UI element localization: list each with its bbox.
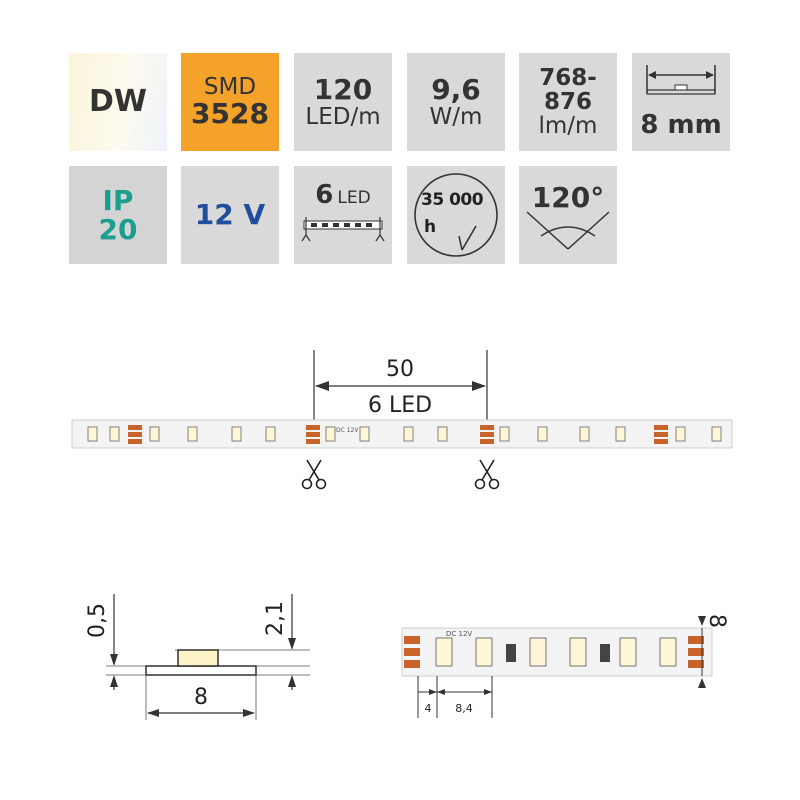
edge-offset-value: 4 [425, 702, 432, 715]
scissors-icon [474, 459, 500, 490]
led-density-tile: 120 LED/m [294, 53, 392, 151]
ip-value: 20 [98, 213, 138, 246]
luminous-flux-tile: 768- 876 lm/m [519, 53, 617, 151]
segment-leds-label: 6 LED [368, 393, 432, 418]
smd-type: 3528 [191, 97, 269, 131]
led-chips [435, 637, 677, 667]
angle-value: 120° [531, 181, 605, 214]
density-value: 120 [313, 73, 373, 107]
cut-length-value: 50 [386, 357, 414, 382]
lifetime-tile: 35 000 h [407, 166, 505, 264]
voltage-tile: 12 V [181, 166, 279, 264]
density-unit: LED/m [305, 103, 381, 130]
solder-pads [128, 425, 668, 444]
power-unit: W/m [429, 103, 483, 130]
height-value: 2,1 [263, 601, 288, 636]
segment-caption: 6 LED [315, 180, 371, 210]
voltage-value: 12 V [194, 198, 266, 232]
ip-rating-tile: IP 20 [69, 166, 167, 264]
flux-line1: 768- [539, 64, 597, 91]
profile-width-value: 8 [194, 685, 208, 710]
smd-label: SMD [203, 74, 257, 101]
color-dw-tile: DW [69, 53, 167, 151]
width-value: 8 mm [640, 109, 722, 140]
flux-line2: 876 [543, 88, 592, 115]
led-segment-icon [301, 217, 385, 242]
power-value: 9,6 [431, 73, 481, 107]
power-tile: 9,6 W/m [407, 53, 505, 151]
led-chips [87, 426, 722, 442]
color-label: DW [89, 84, 147, 120]
thickness-value: 0,5 [85, 603, 110, 638]
ip-label: IP [102, 183, 134, 217]
profile-cross-section: 0,5 2,1 8 [85, 594, 310, 720]
flux-unit: lm/m [538, 113, 598, 140]
beam-angle-icon [526, 211, 610, 250]
cut-length-diagram: 50 6 LED DC 12V [71, 350, 733, 490]
smd-tile: SMD 3528 [181, 53, 279, 151]
pcb-label: DC 12V [446, 630, 472, 638]
lifetime-unit: h [424, 217, 437, 237]
width-dimension-icon [646, 65, 716, 95]
segment-unit: LED [337, 188, 371, 208]
strip-width-tile: 8 mm [632, 53, 730, 151]
pitch-value: 8,4 [455, 702, 473, 715]
segment-tile: 6 LED [294, 166, 392, 264]
beam-angle-tile: 120° [519, 166, 617, 264]
segment-count: 6 [315, 180, 334, 210]
strip-detail: DC 12V 8 4 8,4 [401, 614, 729, 718]
scissors-icon [301, 459, 327, 490]
led-strip: DC 12V [71, 419, 733, 449]
clock-icon [414, 173, 498, 257]
solder-pads [404, 636, 704, 668]
lifetime-hours: 35 000 [421, 190, 484, 210]
pcb-label: DC 12V [336, 427, 359, 434]
resistors [506, 644, 610, 662]
detail-width-value: 8 [704, 614, 729, 628]
